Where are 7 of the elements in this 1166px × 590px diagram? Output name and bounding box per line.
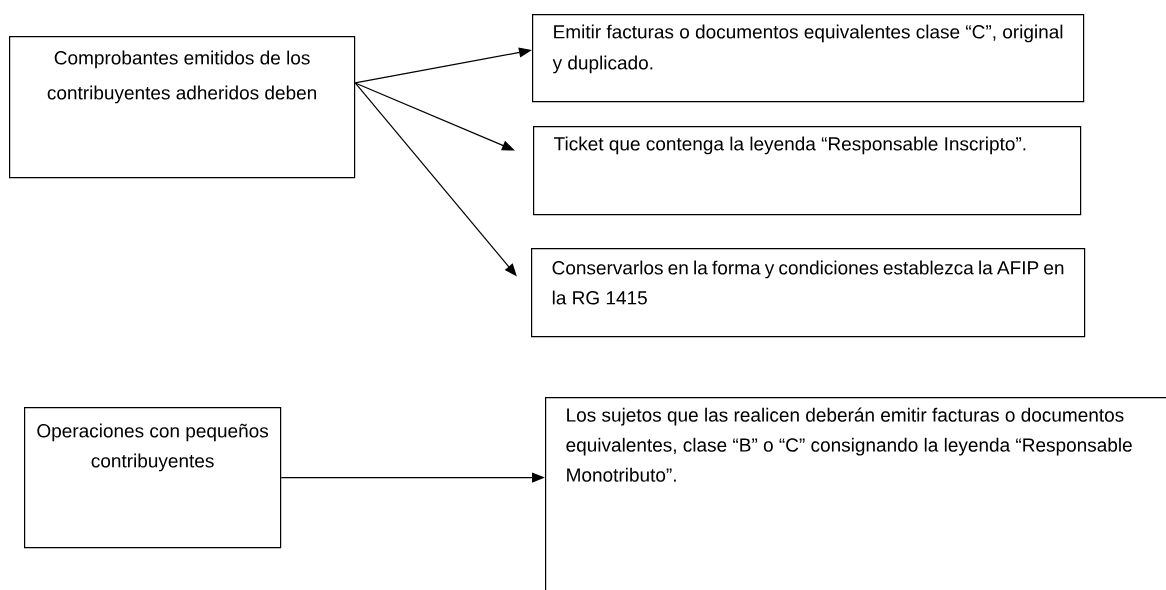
text-box: Operaciones con pequeños contribuyentes	[24, 407, 282, 549]
text-box: Ticket que contenga la leyenda “Responsable Inscripto”.	[533, 126, 1082, 216]
text-box: Conservarlos en la forma y condiciones establezca la AFIP en la RG 1415	[531, 248, 1086, 338]
text-box: Los sujetos que las realicen deberán emitir facturas o documentos equivalentes, clase “B” o “C” consignando la leyenda “Responsable Monotributo”.	[545, 397, 1166, 590]
text-box: Comprobantes emitidos de los contribuyentes adheridos deben	[9, 36, 356, 179]
text-box: Emitir facturas o documentos equivalentes clase “C”, original y duplicado.	[532, 14, 1085, 103]
arrow	[354, 82, 515, 151]
